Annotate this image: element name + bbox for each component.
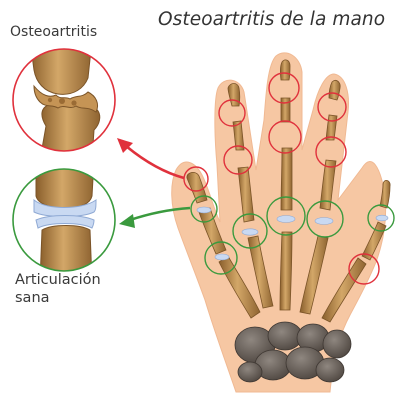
osteoarthritis-joint-closeup xyxy=(13,40,115,160)
healthy-joint-closeup xyxy=(13,160,115,282)
carpal-bones xyxy=(235,322,351,382)
red-arrow-icon xyxy=(117,138,184,178)
